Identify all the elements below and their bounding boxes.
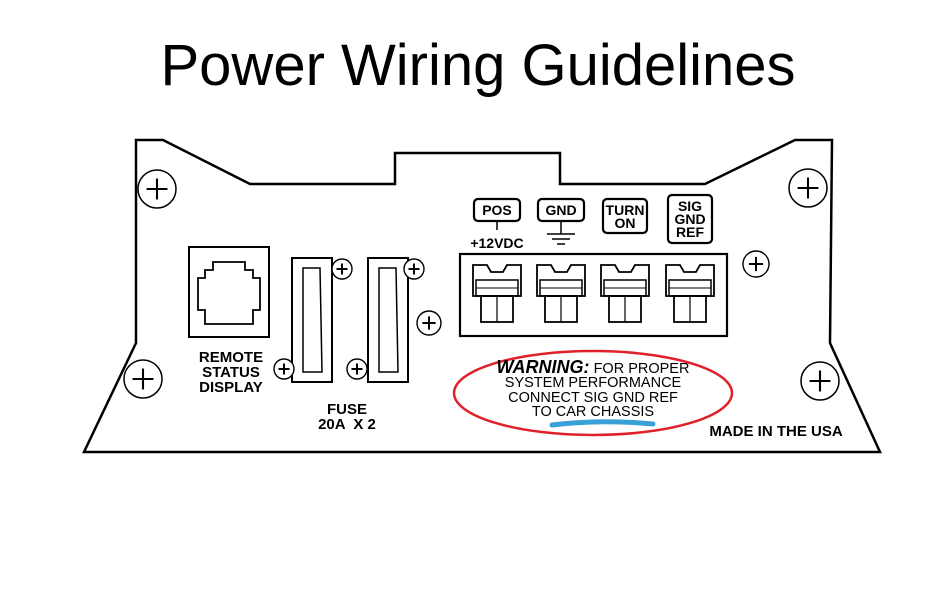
mounting-screw-icon — [137, 169, 177, 209]
terminal-label-line: GND — [674, 211, 705, 227]
terminal-connector — [600, 264, 650, 323]
fuse-holder-2 — [367, 257, 409, 383]
terminal-connector — [472, 264, 522, 323]
mounting-screw-icon — [123, 359, 163, 399]
remote-label-line-3: DISPLAY — [199, 379, 263, 396]
remote-label-line-1: REMOTE — [199, 349, 263, 366]
warning-line-3: CONNECT SIG GND REF — [508, 390, 678, 406]
fuse-screw-icon — [416, 310, 442, 336]
terminal-label-line: TURN — [606, 202, 645, 218]
terminal-block — [458, 252, 729, 338]
mounting-screw-icon — [788, 168, 828, 208]
fuse-screw-icon — [331, 258, 353, 280]
remote-status-jack — [188, 246, 270, 338]
warning-heading: WARNING: — [497, 357, 590, 377]
ground-symbol-icon — [547, 233, 575, 245]
terminal-label-line: ON — [615, 215, 636, 231]
fuse-screw-icon — [403, 258, 425, 280]
made-in-label: MADE IN THE USA — [709, 423, 843, 440]
terminal-1: POS +12VDC — [470, 197, 524, 323]
terminal-screw-icon — [742, 250, 770, 278]
terminal-label-line: REF — [676, 224, 704, 240]
fuse-screw-icon — [273, 358, 295, 380]
terminal-label-line: POS — [482, 202, 512, 218]
warning-line-4: TO CAR CHASSIS — [532, 404, 654, 420]
fuse-label-line-1: FUSE — [327, 401, 367, 418]
page-title: Power Wiring Guidelines — [160, 33, 795, 98]
panel-outline — [82, 138, 882, 454]
mounting-screw-icon — [800, 361, 840, 401]
terminal-label-line: GND — [545, 202, 576, 218]
fuse-label-line-2: 20A X 2 — [318, 416, 376, 433]
fuse-holder-1 — [291, 257, 333, 383]
terminal-connector — [665, 264, 715, 323]
terminal-label-line: SIG — [678, 198, 702, 214]
warning-line-1: WARNING: FOR PROPER — [497, 357, 690, 377]
warning-line-2: SYSTEM PERFORMANCE — [505, 375, 682, 391]
fuse-screw-icon — [346, 358, 368, 380]
terminal-connector — [536, 264, 586, 323]
terminal-sublabel: +12VDC — [470, 235, 523, 251]
warning-highlight-circle — [452, 349, 734, 437]
warning-underline-mark — [549, 419, 656, 428]
warning-first-line-rest: FOR PROPER — [590, 361, 690, 377]
remote-label-line-2: STATUS — [202, 364, 260, 381]
terminal-2: GND — [536, 197, 586, 323]
